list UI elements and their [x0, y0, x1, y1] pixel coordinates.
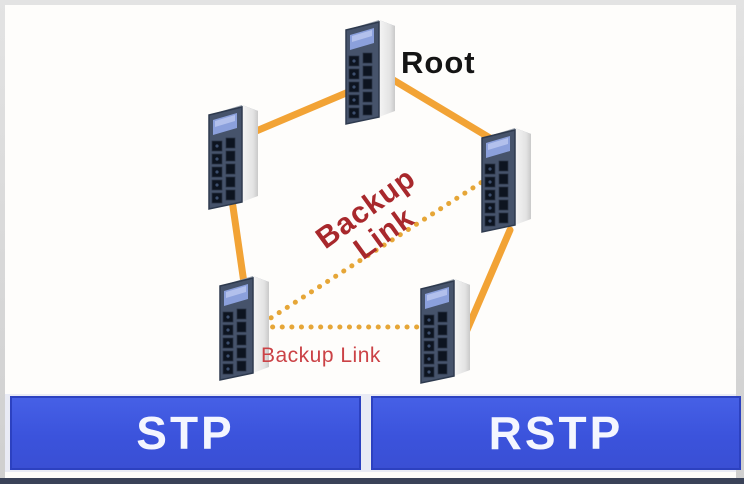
backup-link-label-horizontal: Backup Link: [261, 344, 381, 367]
backup-link-diagonal: [260, 172, 496, 326]
rstp-button[interactable]: RSTP: [371, 396, 741, 470]
topology-svg: [208, 19, 532, 384]
switch-icon-left: [208, 104, 259, 210]
root-label: Root: [401, 45, 476, 80]
stp-button[interactable]: STP: [10, 396, 361, 470]
bottom-bar: [0, 478, 744, 484]
switch-icon-right: [481, 127, 532, 233]
switch-icon-root: [345, 19, 396, 125]
active-link-right-bottomright: [463, 226, 514, 334]
active-link-left-bottomleft: [228, 196, 249, 294]
diagram-canvas: Root Backup Link Backup Link STP RSTP: [5, 5, 741, 478]
switch-icon-bottom-right: [420, 278, 471, 384]
protocol-button-row: STP RSTP: [5, 394, 741, 472]
